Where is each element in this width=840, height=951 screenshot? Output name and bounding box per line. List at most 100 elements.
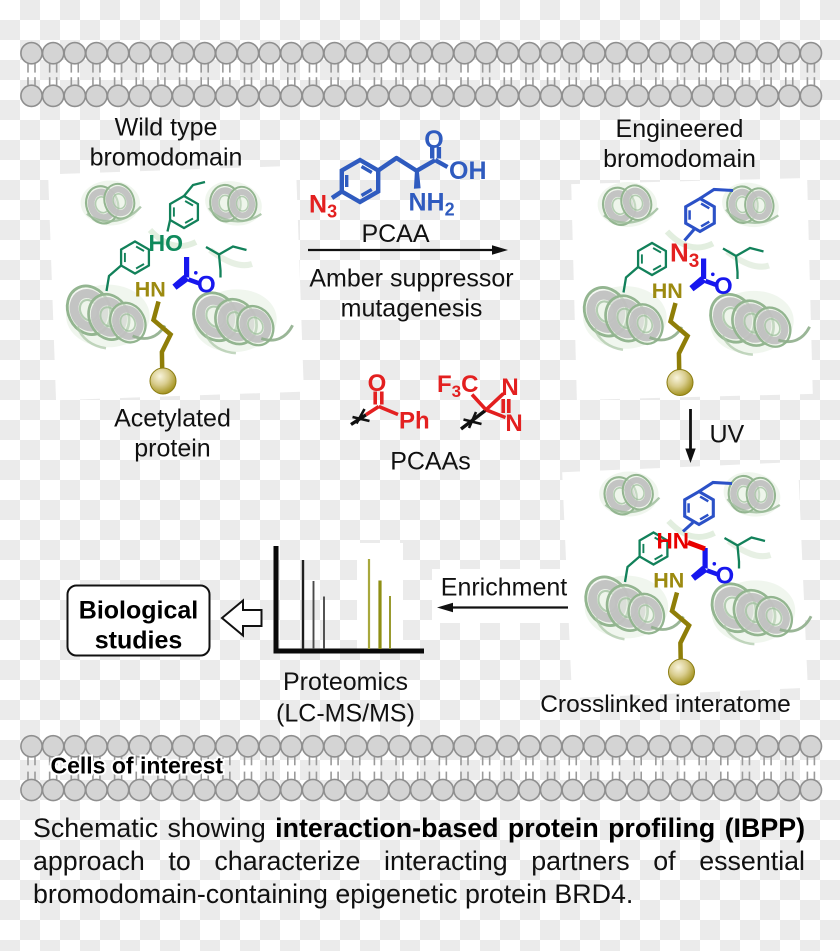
lipid-head [734, 41, 758, 65]
mutagenesis-label-line2: mutagenesis [341, 295, 483, 323]
lipid-head [193, 84, 217, 108]
lipid-head [647, 84, 671, 108]
lipid-head [691, 734, 715, 758]
lipid-head [496, 734, 520, 758]
lipid-head [539, 84, 563, 108]
pcaa-label: PCAA [361, 220, 429, 248]
enrichment-label: Enrichment [441, 574, 567, 602]
lipid-head [106, 41, 130, 65]
lipid-head [149, 778, 173, 802]
diazirine-n-bottom-label: N [505, 410, 522, 437]
figure-caption: Schematic showing interaction-based prot… [33, 812, 805, 911]
pcaa-wedge-bond [413, 170, 421, 189]
lipid-head [149, 84, 173, 108]
lipid-head [669, 41, 693, 65]
lipid-head [85, 84, 108, 108]
lipid-head [41, 778, 65, 802]
lipid-head [279, 734, 303, 758]
lipid-head [626, 84, 650, 108]
lipid-head [149, 41, 173, 65]
lipid-head [561, 84, 585, 108]
lipid-head [474, 41, 498, 65]
lipid-head [669, 778, 693, 802]
lipid-head [214, 84, 238, 108]
lipid-head [734, 778, 758, 802]
lipid-head [236, 41, 260, 65]
lipid-head [561, 734, 585, 758]
chart-y-axis [273, 546, 279, 654]
lipid-head [496, 41, 520, 65]
uv-arrow [685, 409, 696, 463]
proteomics-label-line2: (LC-MS/MS) [276, 700, 415, 728]
lipid-head [496, 84, 520, 108]
pcaa-molecule: O OH NH2 N3 [309, 126, 487, 222]
lipid-head [756, 41, 780, 65]
lipid-head [236, 734, 260, 758]
diazirine-n-top-label: N [501, 374, 518, 401]
lipid-head [691, 84, 715, 108]
lipid-head [561, 41, 585, 65]
engineered-protein: N3 [576, 176, 811, 395]
biological-label-line2: studies [95, 627, 183, 655]
wild-type-label-line1: Wild type [115, 114, 218, 142]
lipid-head [431, 84, 455, 108]
enrichment-arrowhead [437, 602, 453, 613]
pcaas-structures: O Ph F3C N N [350, 370, 523, 437]
lipid-head [756, 84, 780, 108]
diazirine-pcaa: F3C N N [437, 371, 523, 437]
phenol-ho-label: HO [149, 230, 184, 256]
lipid-head [128, 41, 152, 65]
lipid-head [388, 84, 411, 108]
lipid-head [539, 41, 563, 65]
lipid-head [193, 41, 217, 65]
lipid-head [626, 41, 650, 65]
lipid-head [647, 778, 671, 802]
lipid-head [518, 734, 541, 758]
lipid-head [474, 84, 498, 108]
chart-peaks [301, 559, 391, 649]
lipid-head [453, 84, 476, 108]
lipid-head [171, 41, 195, 65]
lipid-head [344, 778, 368, 802]
lipid-head [474, 734, 498, 758]
cells-of-interest-label: Cells of interest [51, 752, 224, 778]
lipid-head [171, 778, 195, 802]
lipid-head [258, 41, 282, 65]
lipid-head [258, 734, 282, 758]
lipid-head [301, 734, 325, 758]
lipid-head [279, 41, 303, 65]
lipid-head [20, 778, 43, 802]
lipid-head [561, 778, 585, 802]
lipid-head [647, 41, 671, 65]
lipid-head [323, 734, 347, 758]
lipid-head [669, 734, 693, 758]
lipid-head [518, 84, 541, 108]
lipid-head [409, 778, 433, 802]
lipid-head [734, 734, 758, 758]
lipid-head [712, 734, 736, 758]
lipid-head [799, 41, 823, 65]
lipid-head [41, 41, 65, 65]
lipid-head [777, 734, 801, 758]
lipid-head [106, 778, 130, 802]
lipid-head [669, 84, 693, 108]
lipid-head [63, 778, 87, 802]
lipid-head [20, 41, 43, 65]
lipid-head [388, 41, 411, 65]
pcaa-oh-label: OH [449, 157, 487, 185]
lipid-head [539, 734, 563, 758]
lipid-head [496, 778, 520, 802]
lipid-head [431, 734, 455, 758]
tyrosine-sidechain [166, 180, 206, 232]
lipid-head [712, 84, 736, 108]
pcaas-label: PCAAs [390, 448, 471, 476]
lipid-head [583, 41, 606, 65]
block-arrow-left [220, 598, 263, 638]
mutagenesis-label-line1: Amber suppressor [309, 265, 513, 293]
lipid-head [539, 778, 563, 802]
lipid-head [279, 778, 303, 802]
lipid-head [691, 41, 715, 65]
lipid-head [388, 778, 411, 802]
lipid-head [344, 41, 368, 65]
chart-x-axis [273, 648, 424, 654]
